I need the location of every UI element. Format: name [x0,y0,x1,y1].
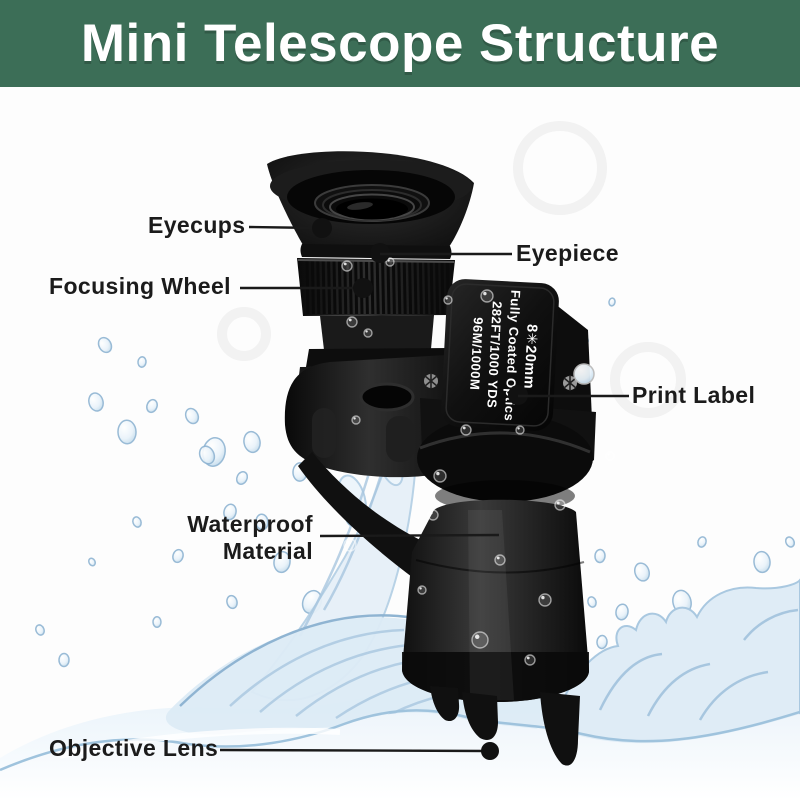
callout-lines [219,218,629,760]
eyepiece-barrel [320,315,434,350]
print-label-line-4: 96M/1000M [467,317,486,391]
body-droplets [341,257,615,666]
callout-focusing-wheel-label: Focusing Wheel [49,273,231,299]
leader-objective-lens [219,748,487,753]
eyecup [267,151,474,259]
header-banner: Mini Telescope Structure [0,0,800,87]
print-label-line-3: 282FT/1000 YDS [484,301,505,409]
screws [424,363,595,391]
anchor-dot-objective-lens [481,742,499,760]
anchor-dot-eyecups [312,218,332,238]
page-title: Mini Telescope Structure [80,14,720,73]
print-label-plate: 8✳20mm Fully Coated Optics 282FT/1000 YD… [441,279,559,431]
leader-eyecups [248,225,319,230]
objective-barrel [402,499,590,702]
telescope: 8✳20mm Fully Coated Optics 282FT/1000 YD… [267,151,615,702]
eyepiece-lens [336,198,408,220]
callout-print-label-label: Print Label [632,382,756,408]
leader-waterproof-material [319,533,500,538]
tripod-port [359,382,415,412]
print-label-line-1: 8✳20mm [520,324,539,390]
callout-waterproof-material-label: Waterproof Material [187,511,313,564]
barrel-drips [430,686,580,766]
background-smudges [217,121,686,418]
callout-eyepiece-label: Eyepiece [516,240,619,266]
callout-objective-lens-label: Objective Lens [49,735,219,761]
anchor-dot-focusing-wheel [353,278,373,298]
callout-eyecups-label: Eyecups [148,212,246,238]
front-foam [0,709,800,800]
